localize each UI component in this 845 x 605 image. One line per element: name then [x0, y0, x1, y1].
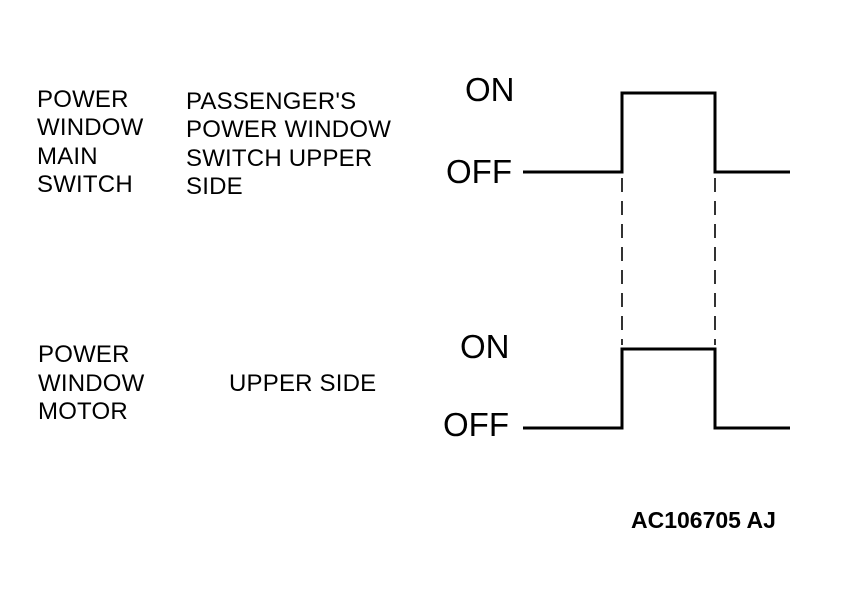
signal-2-off-label: OFF — [443, 406, 509, 443]
signal-2-component-line: WINDOW — [38, 370, 145, 397]
signal-1-condition-line: SWITCH UPPER — [186, 145, 373, 172]
figure-code-suffix: AJ — [746, 507, 776, 533]
signal-1-on-label: ON — [465, 71, 515, 108]
signal-1-component-line: WINDOW — [37, 114, 144, 141]
signal-1-component-line: MAIN — [37, 143, 98, 170]
signal-1-component-line: SWITCH — [37, 171, 133, 198]
signal-2-condition-line: UPPER SIDE — [229, 370, 377, 397]
signal-2-component-line: POWER — [38, 341, 130, 368]
signal-1-off-label: OFF — [446, 153, 512, 190]
signal-1-component-line: POWER — [37, 86, 129, 113]
figure-code: AC106705 AJ — [631, 507, 776, 533]
figure-code-number: AC106705 — [631, 507, 741, 533]
signal-2-component-line: MOTOR — [38, 398, 128, 425]
signal-1-condition-line: SIDE — [186, 173, 243, 200]
signal-2-waveform — [523, 347, 790, 430]
signal-2-on-label: ON — [460, 328, 510, 365]
signal-1-condition-line: POWER WINDOW — [186, 116, 392, 143]
signal-1-condition-line: PASSENGER'S — [186, 88, 357, 115]
signal-1-waveform — [523, 91, 790, 174]
